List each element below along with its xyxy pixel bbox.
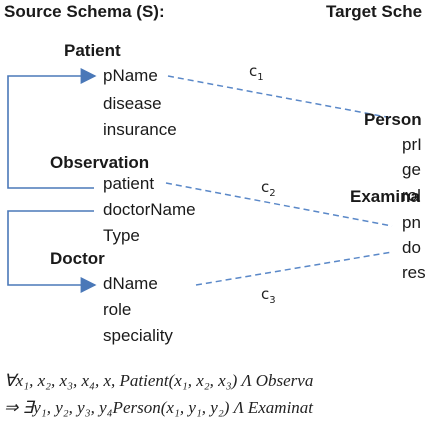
table-name-observation: Observation: [50, 153, 150, 172]
target-attr-exam-3: res: [402, 263, 426, 282]
mapping-formula-line-2: ⇒ ∃y₁, y₂, y₃, y₄Person(x₁, y₁, y₂) Λ Ex…: [4, 398, 314, 417]
source-schema-header: Source Schema (S):: [4, 2, 165, 21]
table-name-examination: Examina: [350, 187, 420, 206]
attr-role: role: [103, 300, 132, 319]
attr-insurance: insurance: [103, 120, 177, 139]
correspondence-label-c1: c1: [249, 62, 264, 83]
attr-pname: pName: [103, 66, 158, 85]
correspondence-label-c2: c2: [261, 178, 276, 199]
target-attr-exam-2: do: [402, 238, 421, 257]
target-attr-person-1: prI: [402, 135, 422, 154]
target-attr-person-3: rol: [402, 186, 421, 205]
correspondence-line-c2: [165, 182, 393, 227]
target-attr-person-2: ge: [402, 160, 421, 179]
fk-arrow-observation-patient: [7, 68, 97, 189]
attr-patient: patient: [103, 174, 155, 193]
attr-type: Type: [103, 226, 140, 245]
table-name-person: Person: [364, 110, 422, 129]
correspondence-label-c3: c3: [261, 285, 276, 306]
table-name-patient: Patient: [64, 41, 121, 60]
correspondence-line-c3: [195, 251, 393, 286]
attr-dname: dName: [103, 274, 158, 293]
correspondence-line-c1: [167, 75, 393, 119]
target-schema-header: Target Sche: [326, 2, 423, 21]
target-attr-exam-1: pn: [402, 213, 421, 232]
mapping-formula-line-1: ∀x₁, x₂, x₃, x₄, x, Patient(x₁, x₂, x₃) …: [4, 371, 314, 390]
attr-doctorname: doctorName: [103, 200, 196, 219]
attr-disease: disease: [103, 94, 162, 113]
table-name-doctor: Doctor: [50, 249, 105, 268]
fk-arrow-observation-doctor: [7, 210, 97, 293]
attr-speciality: speciality: [103, 326, 173, 345]
